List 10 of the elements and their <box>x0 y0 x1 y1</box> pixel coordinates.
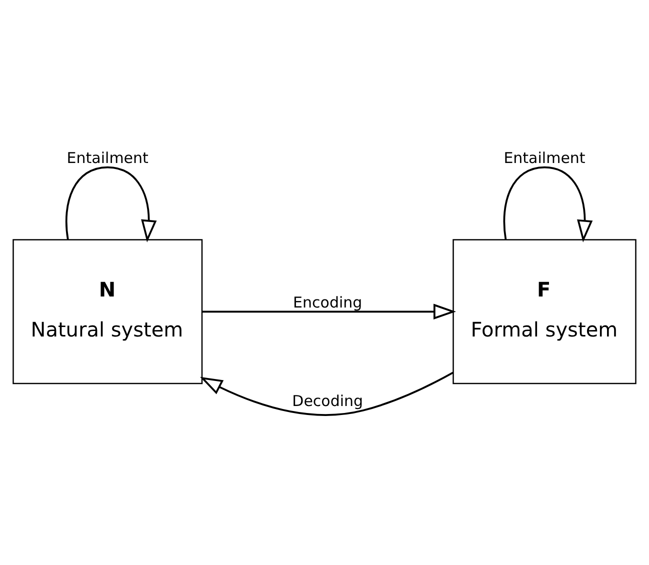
arrow <box>202 303 456 320</box>
edge-label: Encoding <box>293 292 362 311</box>
arrow <box>503 166 593 242</box>
node-box: F Formal system <box>452 238 636 384</box>
edge-label: Decoding <box>292 392 364 410</box>
edge-label: Entailment <box>66 148 148 166</box>
edge-label: Entailment <box>504 148 586 166</box>
node-box: N Natural system <box>12 238 203 384</box>
arrow <box>65 166 157 242</box>
arrow <box>200 371 454 416</box>
